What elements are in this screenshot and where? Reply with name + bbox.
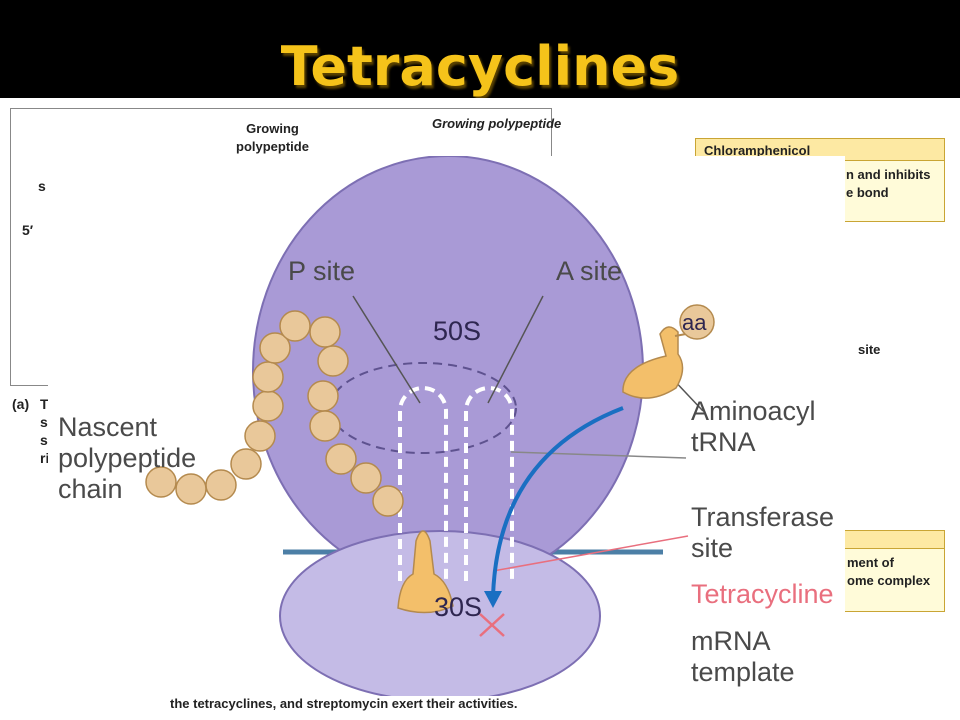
- fragment-s: s: [38, 178, 46, 194]
- bead: [252, 390, 284, 422]
- bead: [372, 485, 404, 517]
- transferase-site-label: Transferase site: [691, 502, 835, 563]
- nascent-chain-label: Nascent polypeptide chain: [58, 412, 197, 504]
- chloramphenicol-line2: e bond: [846, 185, 889, 200]
- fragment-a: (a): [12, 396, 30, 412]
- bead: [244, 420, 276, 452]
- slide-title: Tetracyclines: [280, 35, 680, 98]
- tetracycline-leader: [492, 535, 689, 572]
- figure-caption: the tetracyclines, and streptomycin exer…: [170, 696, 518, 711]
- polypeptide-chain: [145, 310, 404, 517]
- aa-bead: [679, 304, 715, 340]
- subunit-30s: [279, 530, 601, 696]
- fragment-s2: s: [40, 432, 48, 448]
- bead: [259, 332, 291, 364]
- box2-line2: ome complex: [847, 573, 931, 588]
- bead: [205, 469, 237, 501]
- figure-panel: Growing polypeptide Growing polypeptide …: [0, 98, 960, 720]
- p-site-label: P site: [288, 256, 356, 286]
- aminoacyl-trna: [622, 326, 684, 399]
- box2-line1: ment of: [847, 555, 894, 570]
- transferase-leader: [510, 451, 687, 459]
- growing-polypeptide-label-left: Growing polypeptide: [236, 121, 309, 154]
- fragment-t: T: [40, 396, 49, 412]
- bead: [252, 361, 284, 393]
- a-site-pocket: [464, 386, 514, 581]
- site-fragment: site: [858, 342, 881, 357]
- bead: [350, 462, 382, 494]
- five-prime-label: 5′: [22, 222, 34, 238]
- tetracycline-label: Tetracycline: [691, 579, 834, 609]
- growing-polypeptide-label-top: Growing polypeptide: [432, 116, 562, 131]
- p-site-pocket: [398, 386, 448, 581]
- bead: [145, 466, 177, 498]
- bead: [325, 443, 357, 475]
- tRNA-entry-arrow: [491, 406, 624, 597]
- label-50s: 50S: [433, 316, 482, 346]
- transferase-site-ellipse: [329, 362, 517, 454]
- fragment-ri: ri: [40, 450, 50, 466]
- label-30s: 30S: [434, 592, 483, 622]
- bead: [279, 310, 311, 342]
- ribosome-svg: [145, 156, 715, 696]
- bead: [230, 448, 262, 480]
- a-site-leader: [487, 295, 544, 404]
- ribosome-diagram: P site A site 50S 30S aa Nascent polypep…: [48, 156, 845, 696]
- arrow-head: [484, 591, 502, 608]
- chloramphenicol-line1: n and inhibits: [846, 167, 931, 182]
- fragment-s1: s: [40, 414, 48, 430]
- aminoacyl-trna-label: Aminoacyl tRNA: [691, 396, 816, 457]
- mrna-template-label: mRNA template: [691, 626, 795, 687]
- trna-stem: [674, 333, 687, 337]
- bead: [307, 380, 339, 412]
- bead: [309, 410, 341, 442]
- aa-label: aa: [682, 310, 707, 335]
- bead: [317, 345, 349, 377]
- bead: [309, 316, 341, 348]
- chloramphenicol-header: Chloramphenicol: [704, 143, 811, 158]
- p-site-trna: [397, 530, 454, 614]
- p-site-leader: [352, 295, 421, 404]
- a-site-label: A site: [556, 256, 623, 286]
- inhibitor-x-b: [479, 613, 505, 637]
